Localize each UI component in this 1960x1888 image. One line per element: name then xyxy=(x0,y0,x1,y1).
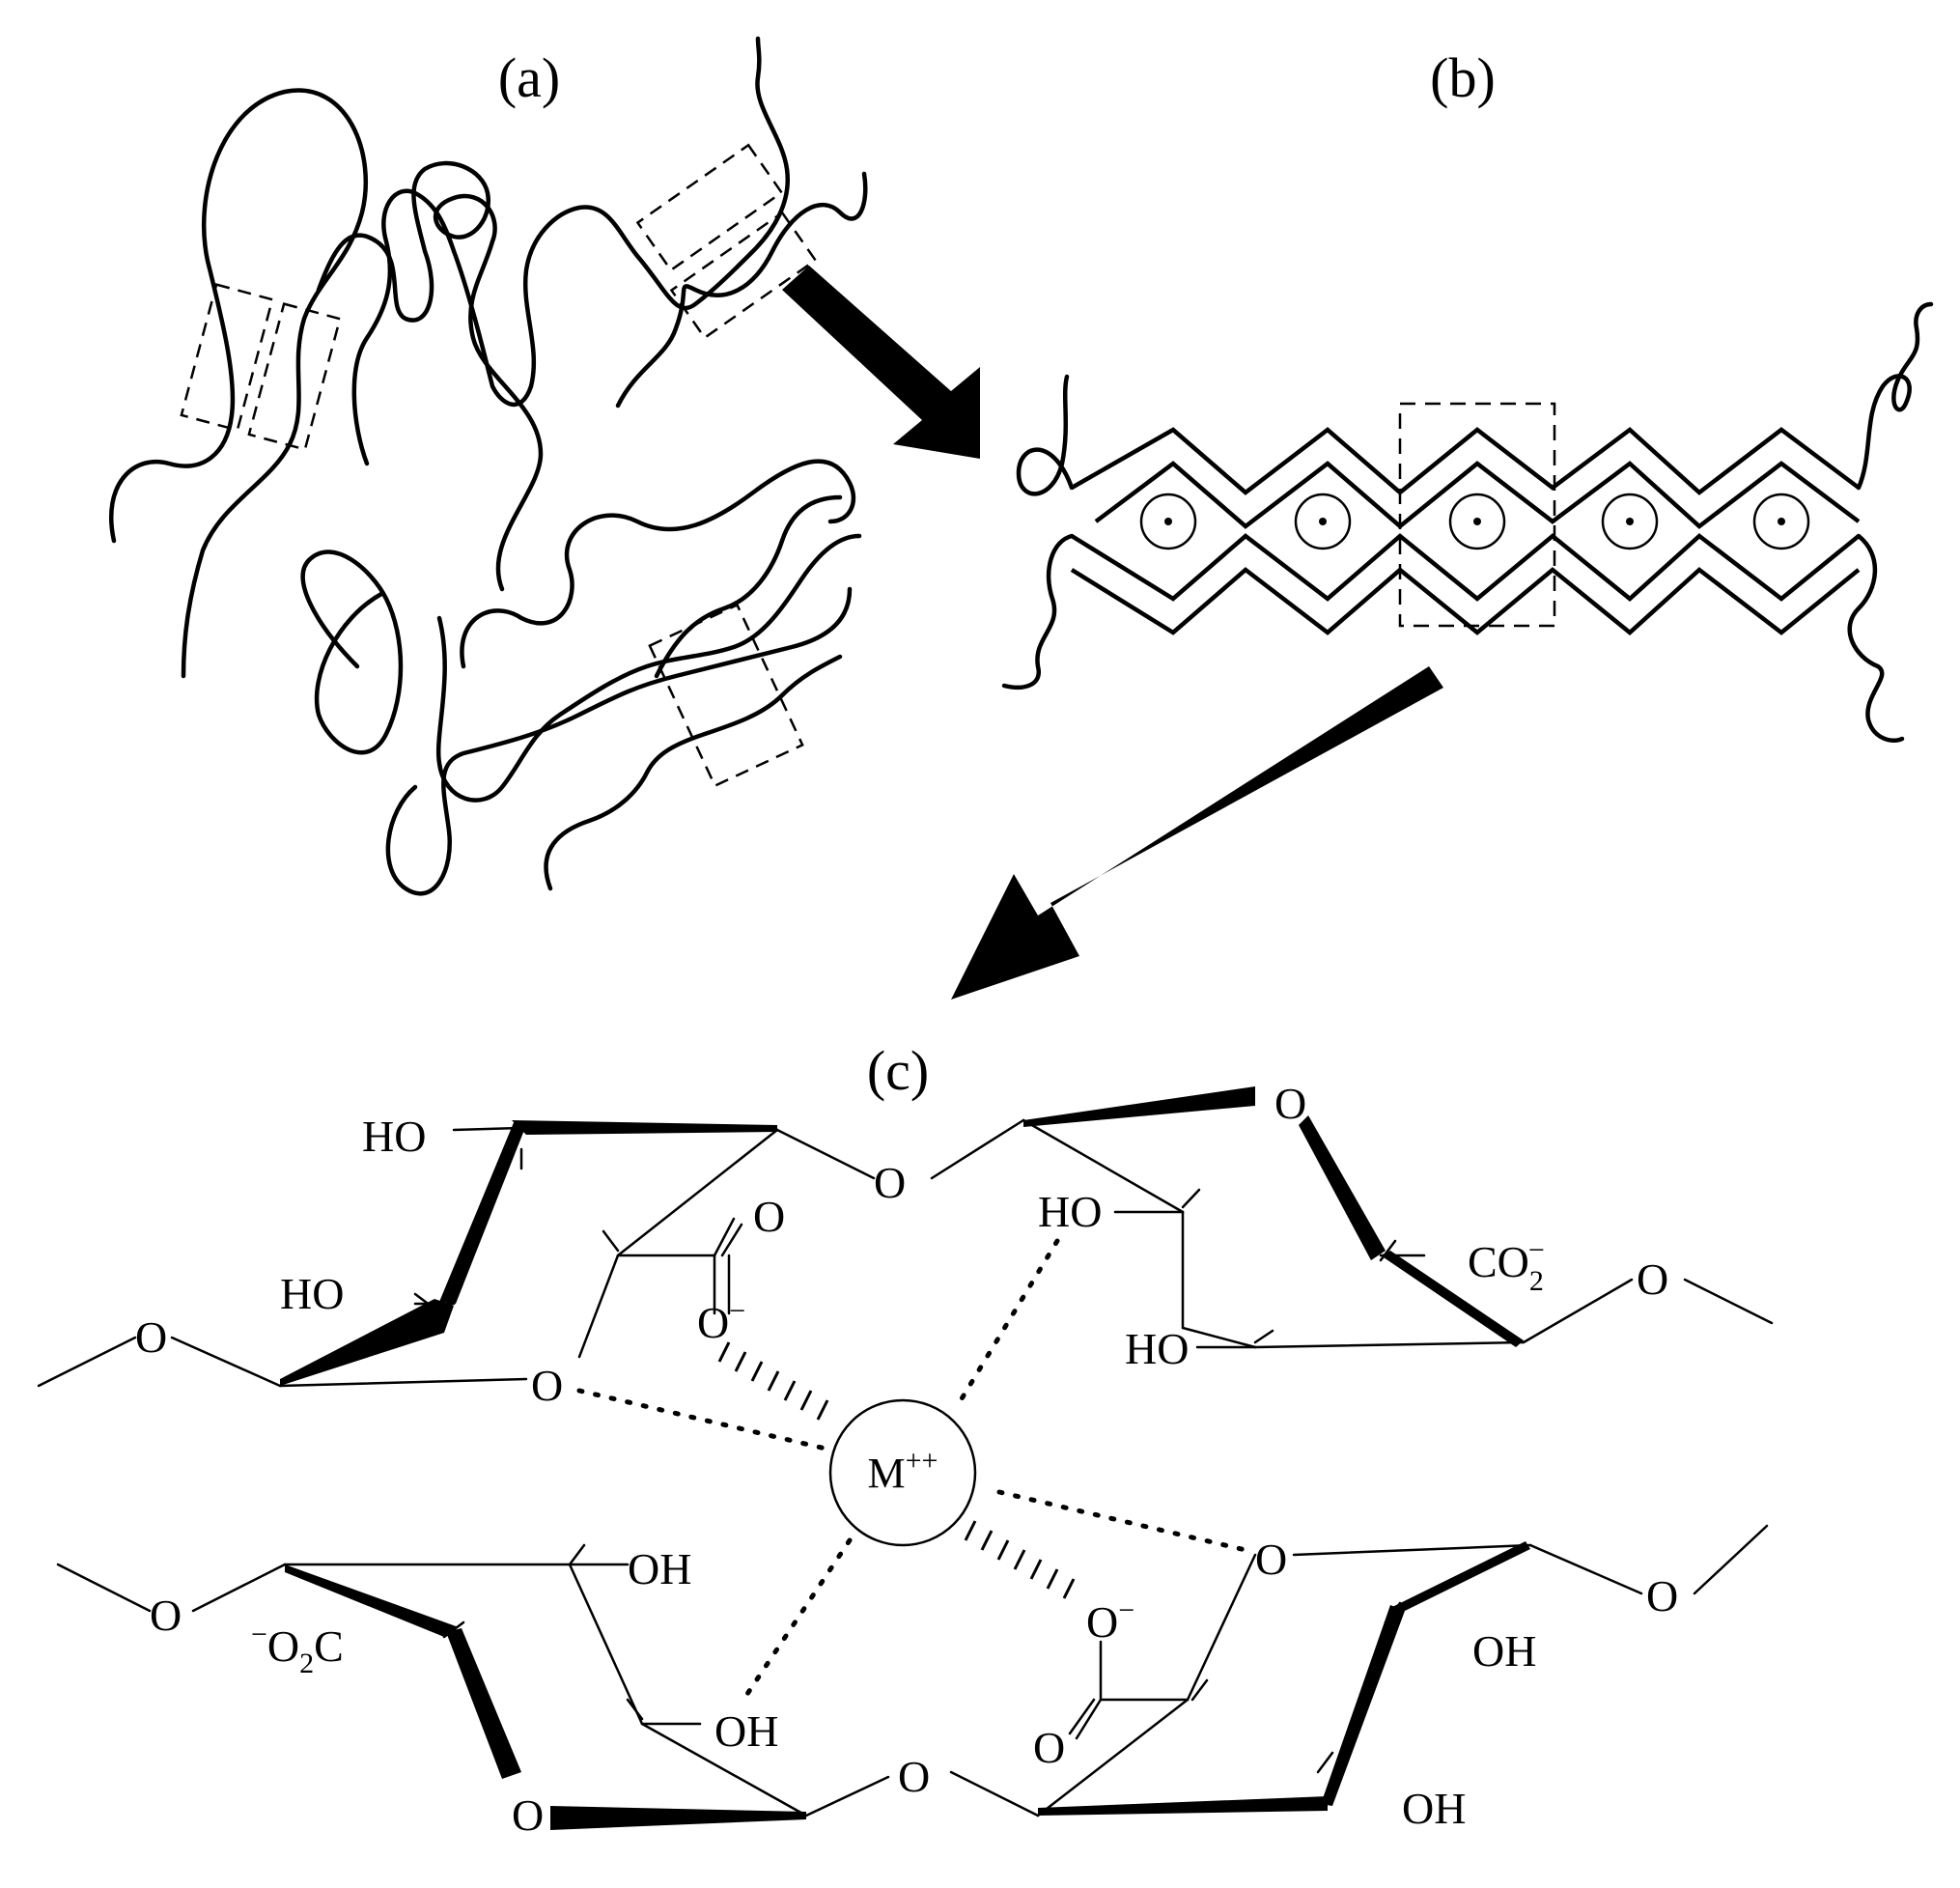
egg-box-cations xyxy=(1139,493,1810,550)
metal-ion-circle xyxy=(828,1398,977,1547)
top-ho-2: HO xyxy=(280,1269,344,1318)
egg-box-cation-dots xyxy=(1164,518,1785,525)
top-o-right: O xyxy=(1637,1254,1668,1304)
polymer-chain-4 xyxy=(615,171,868,409)
cation-2 xyxy=(1294,493,1352,550)
egg-box-upper-inner xyxy=(1094,461,1861,529)
top-carboxylate-o: O− xyxy=(697,1295,745,1347)
egg-box-tail-left-top xyxy=(1016,374,1075,496)
panel-b-egg-box xyxy=(1001,301,1934,744)
panel-b-label: (b) xyxy=(1430,46,1496,109)
egg-box-lower-inner xyxy=(1070,533,1861,602)
bot-oh-4: OH xyxy=(1402,1784,1466,1833)
bot-carbonyl-o: O xyxy=(1033,1723,1065,1772)
top-carbonyl-o: O xyxy=(753,1192,785,1241)
cation-4 xyxy=(1601,493,1659,550)
thin-bonds xyxy=(37,1118,1774,1818)
junction-box-4 xyxy=(669,211,818,340)
top-ring-o-left: O xyxy=(531,1361,563,1410)
bot-oh-1: OH xyxy=(628,1544,691,1593)
polymer-chain-7 xyxy=(435,533,862,803)
metal-ion-label: M++ xyxy=(868,1445,938,1497)
junction-box-3 xyxy=(635,143,784,272)
top-o-left: O xyxy=(135,1312,167,1362)
polymer-chain-2 xyxy=(316,160,544,592)
bot-o-right: O xyxy=(1646,1571,1678,1620)
coord-bond-ho-top-right xyxy=(958,1238,1060,1403)
bot-ring-o-right: O xyxy=(1255,1535,1287,1584)
junction-box-1 xyxy=(180,283,274,432)
polymer-chain-9 xyxy=(544,654,843,891)
ionic-hatch-bottom xyxy=(964,1520,1076,1599)
ionic-hatch-top xyxy=(717,1341,829,1421)
coord-bond-oh-bottom-left xyxy=(741,1537,853,1703)
junction-box-2 xyxy=(247,302,342,451)
egg-box-upper-chain xyxy=(1070,427,1861,495)
polymer-chain-5 xyxy=(460,459,856,669)
polymer-chain-6 xyxy=(300,549,404,755)
bot-ring-o-left: O xyxy=(512,1790,544,1840)
bot-carboxylate-o: O− xyxy=(1086,1594,1134,1647)
egg-box-tail-right-bottom xyxy=(1847,533,1905,744)
top-glycosidic-o: O xyxy=(874,1158,906,1207)
top-co2: CO2− xyxy=(1468,1234,1545,1297)
cation-1 xyxy=(1139,493,1197,550)
bot-oh-2: OH xyxy=(714,1706,778,1756)
polymer-chain-3 xyxy=(351,36,791,466)
cation-3 xyxy=(1448,493,1506,550)
egg-box-tail-left-bottom xyxy=(1001,533,1075,690)
panel-a-random-coils xyxy=(109,36,868,896)
egg-box-lower-chain xyxy=(1070,567,1861,635)
egg-box-tail-right-top xyxy=(1856,301,1934,491)
top-ho-4: HO xyxy=(1125,1324,1189,1373)
panel-c-structure: M++ HO HO O O O O− O HO O CO2− HO O O −O… xyxy=(37,1079,1774,1840)
bot-glycosidic-o: O xyxy=(898,1752,930,1801)
bot-o2c: −O2C xyxy=(251,1619,344,1679)
arrow-b-to-c xyxy=(951,666,1443,1000)
bot-o-left: O xyxy=(150,1591,182,1640)
top-ring-o-right: O xyxy=(1274,1079,1306,1128)
cation-5 xyxy=(1752,493,1810,550)
top-ho-3: HO xyxy=(1038,1187,1102,1236)
bot-oh-3: OH xyxy=(1472,1626,1536,1676)
coord-bond-ring-o-bottom-right xyxy=(996,1489,1248,1553)
wedge-bonds xyxy=(280,1086,1530,1830)
panel-a-junction-zones xyxy=(180,143,818,788)
arrow-a-to-b xyxy=(782,266,980,459)
coordination-bonds xyxy=(576,1238,1248,1703)
polymer-chain-8 xyxy=(385,586,853,896)
panel-a-label: (a) xyxy=(498,46,560,109)
junction-box-5 xyxy=(648,603,804,788)
panel-c-label: (c) xyxy=(867,1039,929,1102)
polymer-chain-10 xyxy=(654,494,843,679)
coord-bond-ring-o-top-left xyxy=(576,1388,828,1451)
polymer-chain-1 xyxy=(109,88,368,679)
egg-box-unit-dashed-box xyxy=(1398,402,1556,628)
top-ho-1: HO xyxy=(362,1112,426,1161)
